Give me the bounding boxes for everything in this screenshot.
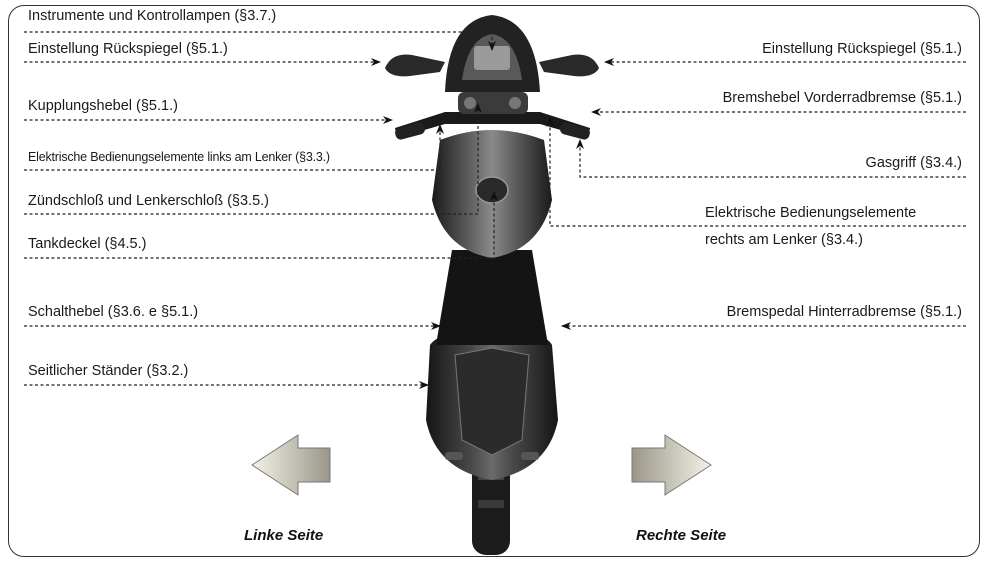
label-mirror-right: Einstellung Rückspiegel (§5.1.) (762, 41, 962, 58)
label-left-controls: Elektrische Bedienungselemente links am … (28, 150, 330, 164)
label-mirror-left: Einstellung Rückspiegel (§5.1.) (28, 41, 228, 58)
left-side-arrow (252, 435, 330, 495)
label-right-side: Rechte Seite (636, 527, 726, 544)
label-clutch-lever: Kupplungshebel (§5.1.) (28, 98, 178, 115)
label-side-stand: Seitlicher Ständer (§3.2.) (28, 363, 188, 380)
label-gear-lever: Schalthebel (§3.6. e §5.1.) (28, 304, 198, 321)
label-front-brake-lever: Bremshebel Vorderradbremse (§5.1.) (723, 90, 962, 107)
label-instruments: Instrumente und Kontrollampen (§3.7.) (28, 8, 276, 25)
right-side-arrow (632, 435, 711, 495)
label-right-controls-line1: Elektrische Bedienungselemente (705, 205, 916, 222)
label-throttle: Gasgriff (§3.4.) (866, 155, 962, 172)
motorcycle-image (385, 15, 599, 555)
label-right-controls-line2: rechts am Lenker (§3.4.) (705, 232, 863, 249)
label-ignition-lock: Zündschloß und Lenkerschloß (§3.5.) (28, 193, 269, 210)
label-fuel-cap: Tankdeckel (§4.5.) (28, 236, 146, 253)
label-rear-brake-pedal: Bremspedal Hinterradbremse (§5.1.) (727, 304, 962, 321)
label-left-side: Linke Seite (244, 527, 323, 544)
